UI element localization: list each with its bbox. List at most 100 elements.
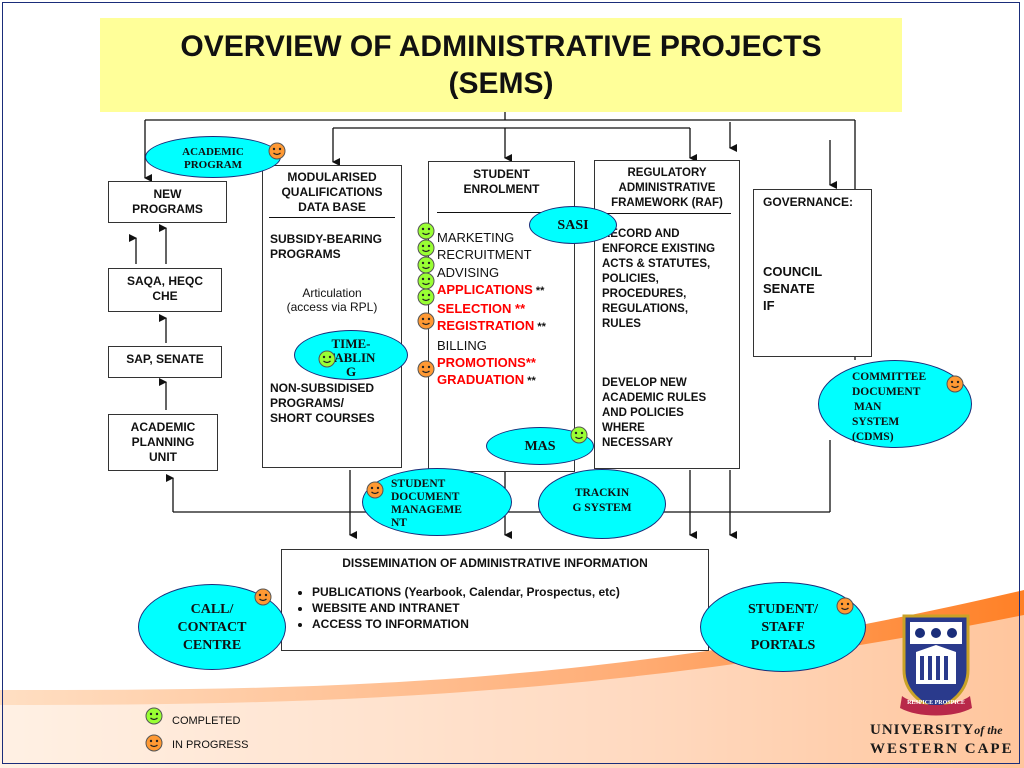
saqa-line1: SAQA, HEQC [126, 274, 203, 288]
dissemination-list: PUBLICATIONS (Yearbook, Calendar, Prospe… [282, 584, 708, 632]
enrolment-item-text: GRADUATION [437, 372, 525, 388]
timetabling-status-icon [318, 350, 336, 368]
university-name-line2: WESTERN CAPE [870, 741, 1014, 757]
enrolment-item: ADVISING [437, 264, 546, 281]
enrolment-item-suffix: ** [534, 321, 546, 334]
portals-line2: STAFF [761, 620, 805, 635]
enrolment-item: BILLING [437, 337, 546, 354]
subsidy-line1: SUBSIDY-BEARING [270, 232, 383, 246]
enrolment-item: SELECTION ** [437, 300, 546, 317]
new-programs-line1: NEW [153, 187, 182, 201]
dissemination-item-publications: PUBLICATIONS (Yearbook, Calendar, Prospe… [312, 584, 708, 600]
raf-heading-3: FRAMEWORK (RAF) [611, 197, 723, 209]
tracking-line1: TRACKIN [574, 487, 630, 499]
enrolment-item: PROMOTIONS** [437, 354, 546, 371]
dissemination-item-access: ACCESS TO INFORMATION [312, 616, 708, 632]
governance-heading: GOVERNANCE: [763, 195, 854, 209]
enrolment-item: GRADUATION ** [437, 371, 546, 390]
saqa-line2: CHE [152, 289, 178, 303]
graduation-status-icon [417, 360, 435, 378]
legend-completed-label: COMPLETED [172, 715, 241, 727]
committee-line2: DOCUMENT [852, 386, 921, 398]
raf-record-1: RECORD AND [602, 228, 680, 240]
modularised-heading-3: DATA BASE [298, 200, 366, 214]
saqa-box: SAQA, HEQC CHE [108, 268, 222, 312]
subsidy-line2: PROGRAMS [270, 247, 341, 261]
raf-record-2: ENFORCE EXISTING [602, 243, 716, 255]
non-subsidised-line3: SHORT COURSES [270, 411, 375, 425]
enrolment-item-suffix: ** [524, 375, 536, 388]
enrolment-heading-2: ENROLMENT [463, 182, 540, 196]
call-centre-line3: CENTRE [182, 638, 242, 653]
student-document-line1: STUDENT [391, 478, 446, 490]
enrolment-item-text: SELECTION ** [437, 301, 526, 317]
enrolment-heading-1: STUDENT [473, 167, 530, 181]
committee-status-icon [946, 375, 964, 393]
enrolment-item-text: ADVISING [437, 264, 500, 280]
academic-program-status-icon [268, 142, 286, 160]
enrolment-item: MARKETING [437, 229, 546, 246]
registration-status-icon [417, 312, 435, 330]
timetabling-line1: TIME- [331, 336, 371, 351]
timetabling-ellipse: TIME- TABLIN G [294, 330, 408, 380]
university-name-line1: UNIVERSITYof the [870, 722, 1003, 739]
mas-label: MAS [524, 439, 556, 454]
raf-heading-2: ADMINISTRATIVE [618, 182, 716, 194]
governance-council: COUNCIL [763, 264, 823, 279]
marketing-status-icon [417, 222, 435, 240]
student-document-status-icon [366, 481, 384, 499]
enrolment-item: APPLICATIONS ** [437, 281, 546, 300]
enrolment-item-suffix: ** [532, 284, 545, 297]
student-document-ellipse: STUDENT DOCUMENT MANAGEME NT [362, 468, 512, 536]
student-document-line4: NT [391, 517, 407, 529]
call-centre-status-icon [254, 588, 272, 606]
enrolment-item: RECRUITMENT [437, 246, 546, 263]
non-subsidised-line2: PROGRAMS/ [270, 396, 345, 410]
recruitment-status-icon [417, 239, 435, 257]
raf-develop-1: DEVELOP NEW [602, 377, 687, 389]
dissemination-box: DISSEMINATION OF ADMINISTRATIVE INFORMAT… [281, 549, 709, 651]
sasi-label: SASI [557, 218, 589, 233]
title-banner: OVERVIEW OF ADMINISTRATIVE PROJECTS (SEM… [100, 18, 902, 112]
portals-line1: STUDENT/ [747, 602, 819, 617]
articulation-line1: Articulation [302, 286, 362, 300]
enrolment-item: REGISTRATION ** [437, 317, 546, 336]
academic-program-ellipse: ACADEMIC PROGRAM [145, 136, 281, 178]
enrolment-item-text: REGISTRATION [437, 318, 535, 334]
raf-record-6: REGULATIONS, [602, 303, 689, 315]
governance-box: GOVERNANCE: COUNCIL SENATE IF [753, 189, 872, 357]
committee-line5: (CDMS) [852, 431, 894, 443]
portals-line3: PORTALS [750, 638, 816, 653]
new-programs-box: NEW PROGRAMS [108, 181, 227, 223]
legend-completed-icon [145, 707, 163, 725]
dissemination-heading: DISSEMINATION OF ADMINISTRATIVE INFORMAT… [342, 556, 648, 570]
raf-record-4: POLICIES, [602, 273, 659, 285]
academic-planning-box: ACADEMIC PLANNING UNIT [108, 414, 218, 471]
raf-record-7: RULES [602, 318, 641, 330]
tracking-ellipse: TRACKIN G SYSTEM [538, 469, 666, 539]
call-centre-line2: CONTACT [177, 620, 247, 635]
sap-senate-label: SAP, SENATE [126, 352, 204, 366]
enrolment-item-text: RECRUITMENT [437, 247, 532, 263]
legend-in-progress-icon [145, 734, 163, 752]
enrolment-item-text: APPLICATIONS [437, 281, 533, 297]
raf-record-5: PROCEDURES, [602, 288, 687, 300]
mas-status-icon [570, 426, 588, 444]
academic-planning-line2: PLANNING [131, 435, 195, 449]
committee-line4: SYSTEM [852, 416, 900, 428]
raf-record-list: RECORD AND ENFORCE EXISTING ACTS & STATU… [602, 227, 715, 332]
call-centre-ellipse: CALL/ CONTACT CENTRE [138, 584, 286, 670]
selection-status-icon [417, 288, 435, 306]
regulatory-box: REGULATORY ADMINISTRATIVE FRAMEWORK (RAF… [594, 160, 740, 469]
of-the-words: of the [974, 723, 1003, 737]
sasi-ellipse: SASI [529, 206, 617, 244]
timetabling-line2: TABLIN [326, 350, 376, 365]
page-subtitle: (SEMS) [448, 67, 554, 100]
student-document-line3: MANAGEME [391, 504, 462, 516]
modularised-box: MODULARISED QUALIFICATIONS DATA BASE SUB… [262, 165, 402, 468]
student-document-line2: DOCUMENT [391, 491, 460, 503]
